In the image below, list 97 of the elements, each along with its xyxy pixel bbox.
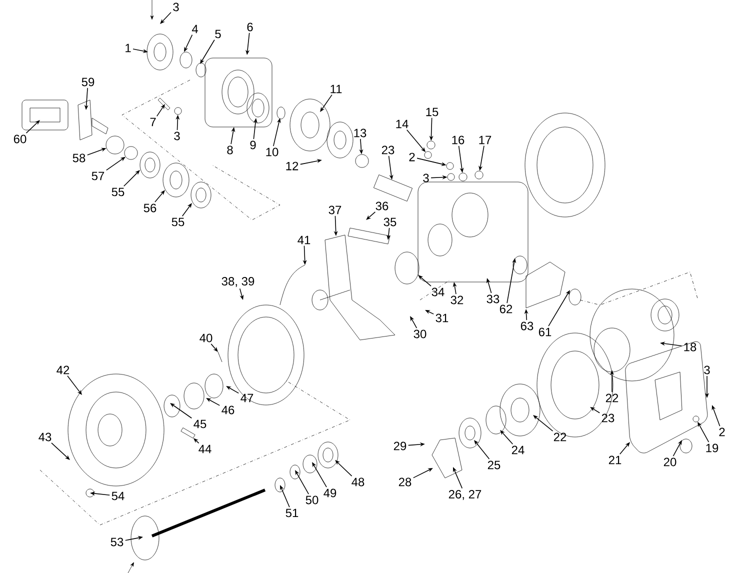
callout-number: 16 [452,136,464,144]
callout-number: 3 [174,132,180,140]
washer [124,146,138,160]
leader-line [500,430,514,444]
callout-number: 9 [250,140,256,150]
bolt-head [692,416,700,422]
callout-number: 3 [173,2,179,12]
callout-number: 44 [198,444,212,454]
bolt-head [426,140,436,150]
callout-number: 51 [286,508,298,518]
leader-line [320,94,332,112]
callout-number: 37 [328,206,342,214]
callout-number: 21 [608,456,622,464]
pinion-shaft [374,174,413,202]
callout-number: 18 [684,342,696,352]
leader-line [210,344,218,352]
callout-number: 53 [110,538,124,546]
leader-line [533,415,554,432]
callout-number: 49 [324,488,336,498]
callout-number: 3 [704,366,710,374]
leader-line [26,120,40,134]
leader-line [366,212,376,220]
bolt [180,428,196,438]
callout-number: 14 [396,120,408,128]
callout-number: 31 [436,314,448,322]
callout-number: 7 [150,118,156,126]
callout-number: 23 [602,414,614,422]
callout-number: 33 [486,294,500,304]
leader-line [160,12,172,24]
callout-number: 23 [382,146,394,154]
callout-number: 41 [298,236,310,244]
leader-line [474,440,490,460]
callout-number: 22 [606,394,618,402]
callout-number: 12 [286,162,298,170]
callout-number: 22 [554,432,566,442]
callout-number: 1 [126,44,131,52]
nut [447,173,455,181]
vent-fitting [458,172,468,182]
snap-ring [355,154,369,168]
callout-number: 10 [266,148,278,156]
callout-number: 60 [14,134,26,144]
callout-number: 45 [194,420,206,428]
callout-number: 48 [352,478,364,486]
callout-number: 5 [215,30,221,38]
leader-line [51,442,70,460]
fitting [474,170,484,180]
leader-line [335,460,352,476]
leader-line [182,203,192,217]
nut [424,151,432,159]
callout-number: 24 [512,446,524,454]
callout-number: 47 [240,394,254,402]
leader-line [154,190,165,202]
leader-line [620,442,630,454]
seal-ring [106,136,124,154]
callout-number: 59 [82,78,94,86]
leader-line [124,170,140,187]
callout-number: 43 [38,432,52,442]
callout-number: 38, 39 [222,277,254,287]
callout-number: 4 [192,24,198,34]
callout-number: 55 [112,188,124,196]
callout-number: 61 [538,328,552,336]
callout-number: 56 [144,204,156,212]
callout-number: 36 [376,202,388,210]
callout-number: 35 [384,218,396,226]
callout-number: 54 [112,492,124,500]
callout-number: 8 [227,146,233,154]
callout-number: 19 [706,444,718,452]
callout-number: 62 [500,304,512,314]
callout-number: 2 [719,428,725,436]
callout-number: 58 [72,154,86,162]
callout-number: 3 [423,174,429,182]
callout-number: 11 [330,84,342,94]
nut [174,107,182,115]
callout-number: 15 [426,108,438,116]
callout-number: 63 [520,322,534,330]
callout-number: 46 [222,406,234,414]
callout-number: 57 [92,172,104,180]
callout-number: 42 [56,366,70,374]
callout-number: 20 [664,458,676,466]
callout-number: 50 [306,496,318,504]
callout-number: 28 [398,478,412,486]
leader-line [170,403,192,419]
callout-number: 2 [409,152,415,162]
stud [446,162,454,170]
callout-number: 55 [172,218,184,226]
callout-number: 26, 27 [448,490,482,500]
callout-number: 30 [414,330,426,338]
callout-number: 6 [247,22,253,32]
callout-number: 13 [354,128,366,138]
callout-number: 25 [488,460,500,470]
callout-number: 40 [200,334,212,342]
leader-line [67,375,82,395]
callout-number: 17 [479,136,492,144]
callout-number: 32 [450,296,464,304]
callout-number: 29 [394,442,406,450]
leader-line [418,275,432,286]
callout-number: 34 [432,288,444,296]
